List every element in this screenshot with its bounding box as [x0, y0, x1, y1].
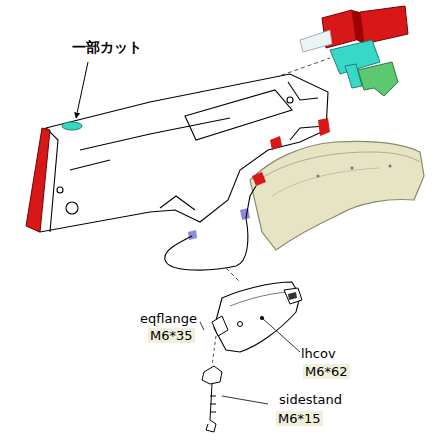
wire-harness-stroke: [246, 186, 256, 218]
bolt-size: M6*62: [303, 364, 350, 379]
frame-end-caps-stroke: [318, 118, 330, 136]
side-stand-parts-stroke: [222, 396, 268, 404]
frame-end-caps-stroke: [270, 136, 282, 150]
side-stand-parts-stroke: [200, 322, 204, 330]
rear-frame-stroke: [80, 118, 230, 150]
cut-part: [62, 62, 88, 130]
rear-fender-stroke: [252, 172, 266, 186]
rear-frame-stroke: [288, 82, 318, 100]
wire-harness-stroke: [165, 218, 248, 270]
rear-fender-stroke: [389, 165, 392, 168]
part-name: eqflange: [138, 311, 199, 326]
rear-fender-stroke: [188, 230, 197, 240]
bolt-size: M6*35: [148, 328, 195, 343]
side-stand-parts: [200, 316, 268, 432]
rear-frame-stroke: [185, 90, 292, 140]
note-label: 一部カット: [70, 40, 144, 55]
rear-fender-stroke: [351, 167, 354, 170]
lh-cover-stroke: [284, 288, 302, 304]
wire-harness: [165, 186, 256, 282]
rear-fender-stroke: [250, 141, 424, 250]
rear-fender-stroke: [272, 168, 380, 196]
rear-frame-stroke: [70, 160, 110, 170]
rear-fender-stroke: [262, 152, 420, 178]
side-stand-parts-stroke: [206, 384, 216, 432]
rear-frame-stroke: [57, 187, 63, 193]
lh-cover-stroke: [288, 292, 297, 300]
wire-harness-stroke: [226, 268, 240, 282]
tail-light-stroke: [300, 30, 332, 52]
lh-cover-stroke: [238, 322, 243, 327]
license-bracket-stroke: [358, 62, 398, 96]
frame-end-caps-stroke: [26, 128, 50, 232]
lh-cover: [214, 282, 302, 352]
part-name: lhcov: [299, 346, 338, 361]
rear-frame-stroke: [160, 196, 195, 210]
lh-cover-stroke: [230, 292, 292, 306]
bolt-size: M6*15: [276, 411, 323, 426]
side-stand-parts-stroke: [212, 316, 228, 336]
tail-light-stroke: [352, 10, 364, 44]
lh-cover-stroke: [262, 318, 300, 352]
rear-fender-stroke: [240, 208, 250, 220]
tail-light-stroke: [360, 6, 408, 44]
cut-part-stroke: [62, 122, 82, 130]
rear-fender: [188, 141, 424, 250]
rear-fender-stroke: [317, 175, 320, 178]
rear-frame-stroke: [66, 202, 78, 214]
cut-part-stroke: [76, 62, 88, 118]
rear-frame-stroke: [287, 97, 293, 103]
side-stand-parts-stroke: [212, 336, 216, 366]
part-name: sidestand: [277, 392, 344, 407]
side-stand-parts-stroke: [202, 366, 222, 384]
side-stand-parts-stroke: [210, 396, 216, 412]
